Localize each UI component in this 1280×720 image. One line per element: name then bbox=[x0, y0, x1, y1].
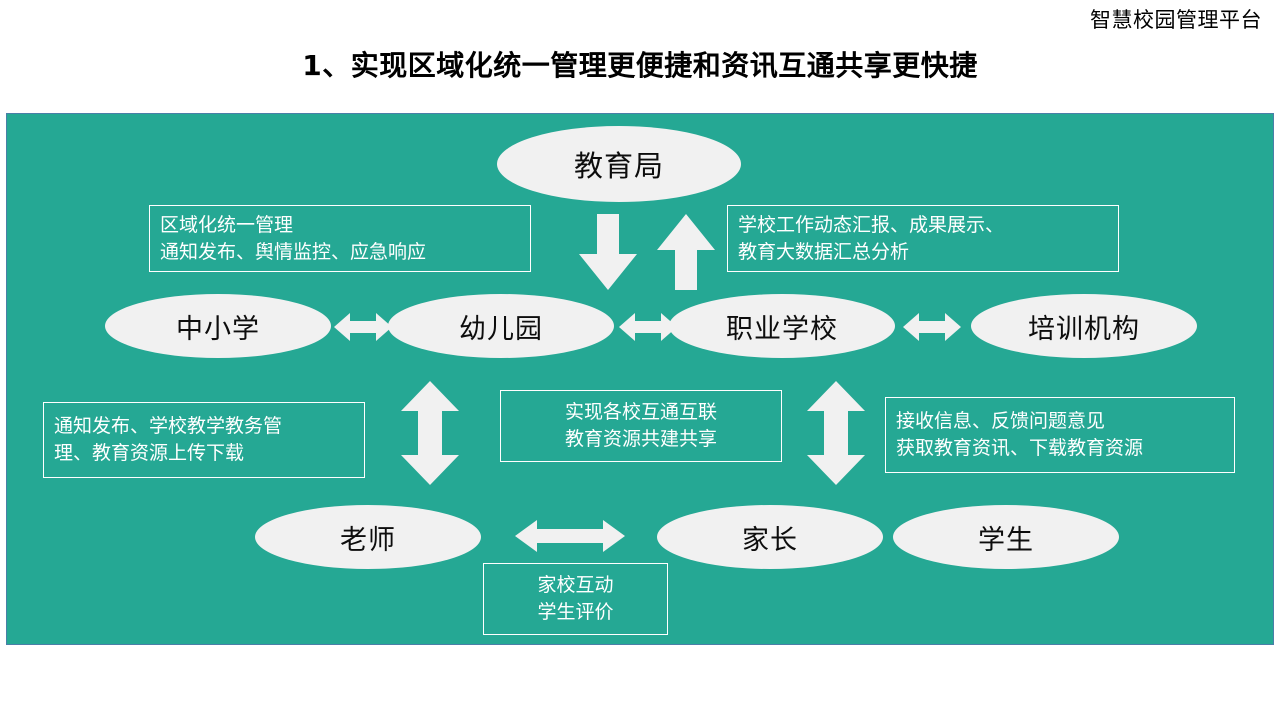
up-arrow-icon bbox=[657, 214, 715, 290]
note-regional-management: 区域化统一管理 通知发布、舆情监控、应急响应 bbox=[149, 205, 531, 272]
down-arrow-icon bbox=[579, 214, 637, 290]
node-education-bureau[interactable]: 教育局 bbox=[497, 126, 741, 202]
up-down-arrow-icon-teacher bbox=[401, 381, 459, 485]
node-teacher[interactable]: 老师 bbox=[255, 505, 481, 569]
node-primary-secondary-school[interactable]: 中小学 bbox=[105, 294, 331, 358]
note-school-interconnection: 实现各校互通互联 教育资源共建共享 bbox=[500, 390, 782, 462]
node-kindergarten[interactable]: 幼儿园 bbox=[388, 294, 614, 358]
platform-brand-label: 智慧校园管理平台 bbox=[1090, 8, 1262, 32]
node-student[interactable]: 学生 bbox=[893, 505, 1119, 569]
note-school-reporting: 学校工作动态汇报、成果展示、 教育大数据汇总分析 bbox=[727, 205, 1119, 272]
page-title: 1、实现区域化统一管理更便捷和资讯互通共享更快捷 bbox=[302, 49, 978, 82]
left-right-arrow-icon-2 bbox=[619, 313, 677, 341]
node-vocational-school[interactable]: 职业学校 bbox=[669, 294, 895, 358]
left-right-arrow-icon-teacher-parent bbox=[515, 520, 625, 552]
note-receive-feedback: 接收信息、反馈问题意见 获取教育资讯、下载教育资源 bbox=[885, 397, 1235, 473]
left-right-arrow-icon-1 bbox=[334, 313, 392, 341]
up-down-arrow-icon-parent bbox=[807, 381, 865, 485]
node-parent[interactable]: 家长 bbox=[657, 505, 883, 569]
diagram-panel: 教育局 区域化统一管理 通知发布、舆情监控、应急响应 学校工作动态汇报、成果展示… bbox=[6, 113, 1274, 645]
node-training-institution[interactable]: 培训机构 bbox=[971, 294, 1197, 358]
left-right-arrow-icon-3 bbox=[903, 313, 961, 341]
note-teaching-management: 通知发布、学校教学教务管 理、教育资源上传下载 bbox=[43, 402, 365, 478]
note-home-school-interaction: 家校互动 学生评价 bbox=[483, 563, 668, 635]
